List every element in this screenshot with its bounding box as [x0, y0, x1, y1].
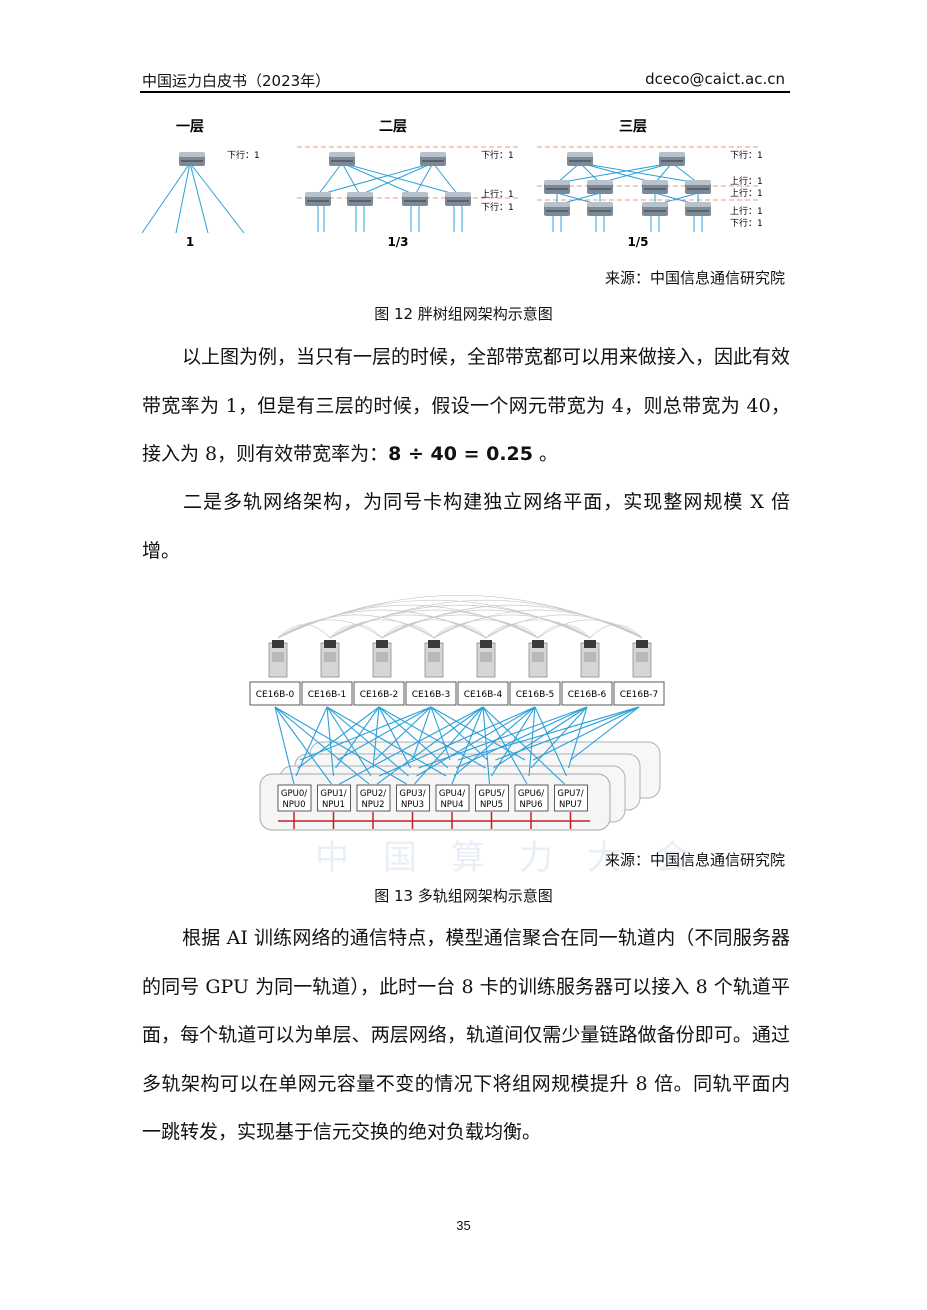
three-layer-diagram: [537, 146, 760, 232]
switch-label-box: [561, 681, 613, 706]
gpu-label: NPU0: [282, 800, 305, 810]
switch-3: CE16B-3: [405, 640, 457, 706]
figure13-source: 来源：中国信息通信研究院: [604, 851, 785, 869]
switch-label: CE16B-6: [568, 690, 607, 700]
header-rule: [140, 91, 790, 93]
switch-label-box: [613, 681, 665, 706]
paragraph-2: 二是多轨网络架构，为同号卡构建独立网络平面，实现整网规模 X 倍增。: [142, 478, 790, 575]
watermark: 中国算力大会: [315, 838, 723, 878]
paragraph-3-text: 根据 AI 训练网络的通信特点，模型通信聚合在同一轨道内（不同服务器的同号 GP…: [142, 927, 790, 1143]
gpu-label: GPU2/: [360, 789, 386, 799]
gpu-label: GPU6/: [518, 789, 544, 799]
switch-0: CE16B-0: [249, 640, 301, 706]
gpu-7: GPU7/NPU7: [554, 784, 588, 812]
paragraph-2-text: 二是多轨网络架构，为同号卡构建独立网络平面，实现整网规模 X 倍增。: [142, 491, 790, 562]
down-label-1: 下行：1: [227, 149, 260, 161]
one-layer-diagram: [141, 162, 245, 234]
figure12-caption: 图 12 胖树组网架构示意图: [374, 305, 553, 323]
switch-2: CE16B-2: [353, 640, 405, 706]
header-title: 中国运力白皮书（2023年）: [142, 72, 331, 90]
gpu-2: GPU2/NPU2: [356, 784, 391, 812]
gpu-label: NPU1: [322, 800, 345, 810]
fat-tree-figure: 一层 二层 三层 下行：1 1 下行：1 上行：1 下行：1 1/3: [141, 119, 763, 249]
page-number: 35: [456, 1218, 471, 1233]
multi-rail-figure: CE16B-0 CE16B-1 CE16B-2 CE16B-3 CE16B-4 CE16B…: [249, 594, 665, 831]
gpu-label: NPU6: [519, 800, 542, 810]
gpu-4: GPU4/NPU4: [435, 784, 470, 812]
down-label-3a: 下行：1: [730, 149, 763, 161]
down-label-3b: 下行：1: [730, 217, 763, 229]
down-label-2b: 下行：1: [481, 201, 514, 213]
switch-label-box: [457, 681, 509, 706]
switch-label-box: [405, 681, 457, 706]
paragraph-1-end: 。: [539, 443, 559, 465]
gpu-6: GPU6/NPU6: [514, 784, 549, 812]
gpu-label: GPU7/: [557, 789, 583, 799]
switch-interconnect-arcs: [277, 594, 643, 639]
gpu-label: NPU3: [401, 800, 424, 810]
ratio-2: 1/3: [387, 235, 408, 249]
switch-label: CE16B-1: [308, 690, 347, 700]
bandwidth-formula: 8 ÷ 40 = 0.25: [388, 443, 533, 465]
paragraph-1: 以上图为例，当只有一层的时候，全部带宽都可以用来做接入，因此有效带宽率为 1，但…: [142, 333, 790, 479]
gpu-5: GPU5/NPU5: [475, 784, 509, 812]
gpu-1: GPU1/NPU1: [317, 784, 351, 812]
switch-label-box: [509, 681, 561, 706]
switch-7: CE16B-7: [613, 640, 665, 706]
layer-title-2: 二层: [379, 119, 407, 135]
switch-label-box: [301, 681, 353, 706]
header-email: dceco@caict.ac.cn: [645, 70, 785, 88]
down-label-2: 下行：1: [481, 149, 514, 161]
gpu-label: GPU0/: [281, 789, 307, 799]
layer-title-1: 一层: [176, 119, 204, 135]
switch-1: CE16B-1: [301, 640, 353, 706]
paragraph-3: 根据 AI 训练网络的通信特点，模型通信聚合在同一轨道内（不同服务器的同号 GP…: [142, 914, 790, 1157]
gpu-label: NPU5: [480, 800, 503, 810]
gpu-3: GPU3/NPU3: [396, 784, 430, 812]
up-label-3a: 上行：1: [730, 175, 763, 187]
two-layer-diagram: [297, 146, 520, 232]
switch-label: CE16B-0: [256, 690, 295, 700]
gpu-label: GPU5/: [478, 789, 504, 799]
paragraph-1-text: 以上图为例，当只有一层的时候，全部带宽都可以用来做接入，因此有效带宽率为 1，但…: [142, 346, 791, 465]
figure13-caption: 图 13 多轨组网架构示意图: [374, 887, 553, 905]
switch-6: CE16B-6: [561, 640, 613, 706]
gpu-label: GPU4/: [439, 789, 465, 799]
gpu-0: GPU0/NPU0: [277, 784, 312, 812]
rail-bus: [278, 812, 590, 829]
up-label-3b: 上行：1: [730, 187, 763, 199]
switch-label: CE16B-4: [464, 690, 503, 700]
up-label-3c: 上行：1: [730, 205, 763, 217]
ratio-3: 1/5: [627, 235, 648, 249]
switch-5: CE16B-5: [509, 640, 561, 706]
switch-label-box: [353, 681, 405, 706]
rail-links: [274, 706, 640, 785]
ratio-1: 1: [186, 235, 194, 249]
gpu-label: GPU3/: [399, 789, 425, 799]
switch-label-box: [249, 681, 301, 706]
gpu-label: NPU7: [559, 800, 582, 810]
up-label-2: 上行：1: [481, 188, 514, 200]
switch-4: CE16B-4: [457, 640, 509, 706]
figure12-source: 来源：中国信息通信研究院: [604, 269, 785, 287]
switch-label: CE16B-2: [360, 690, 399, 700]
switch-label: CE16B-7: [620, 690, 659, 700]
gpu-label: GPU1/: [320, 789, 346, 799]
layer-title-3: 三层: [619, 119, 647, 135]
switch-label: CE16B-3: [412, 690, 451, 700]
gpu-label: NPU2: [361, 800, 384, 810]
gpu-label: NPU4: [440, 800, 463, 810]
switch-label: CE16B-5: [516, 690, 555, 700]
